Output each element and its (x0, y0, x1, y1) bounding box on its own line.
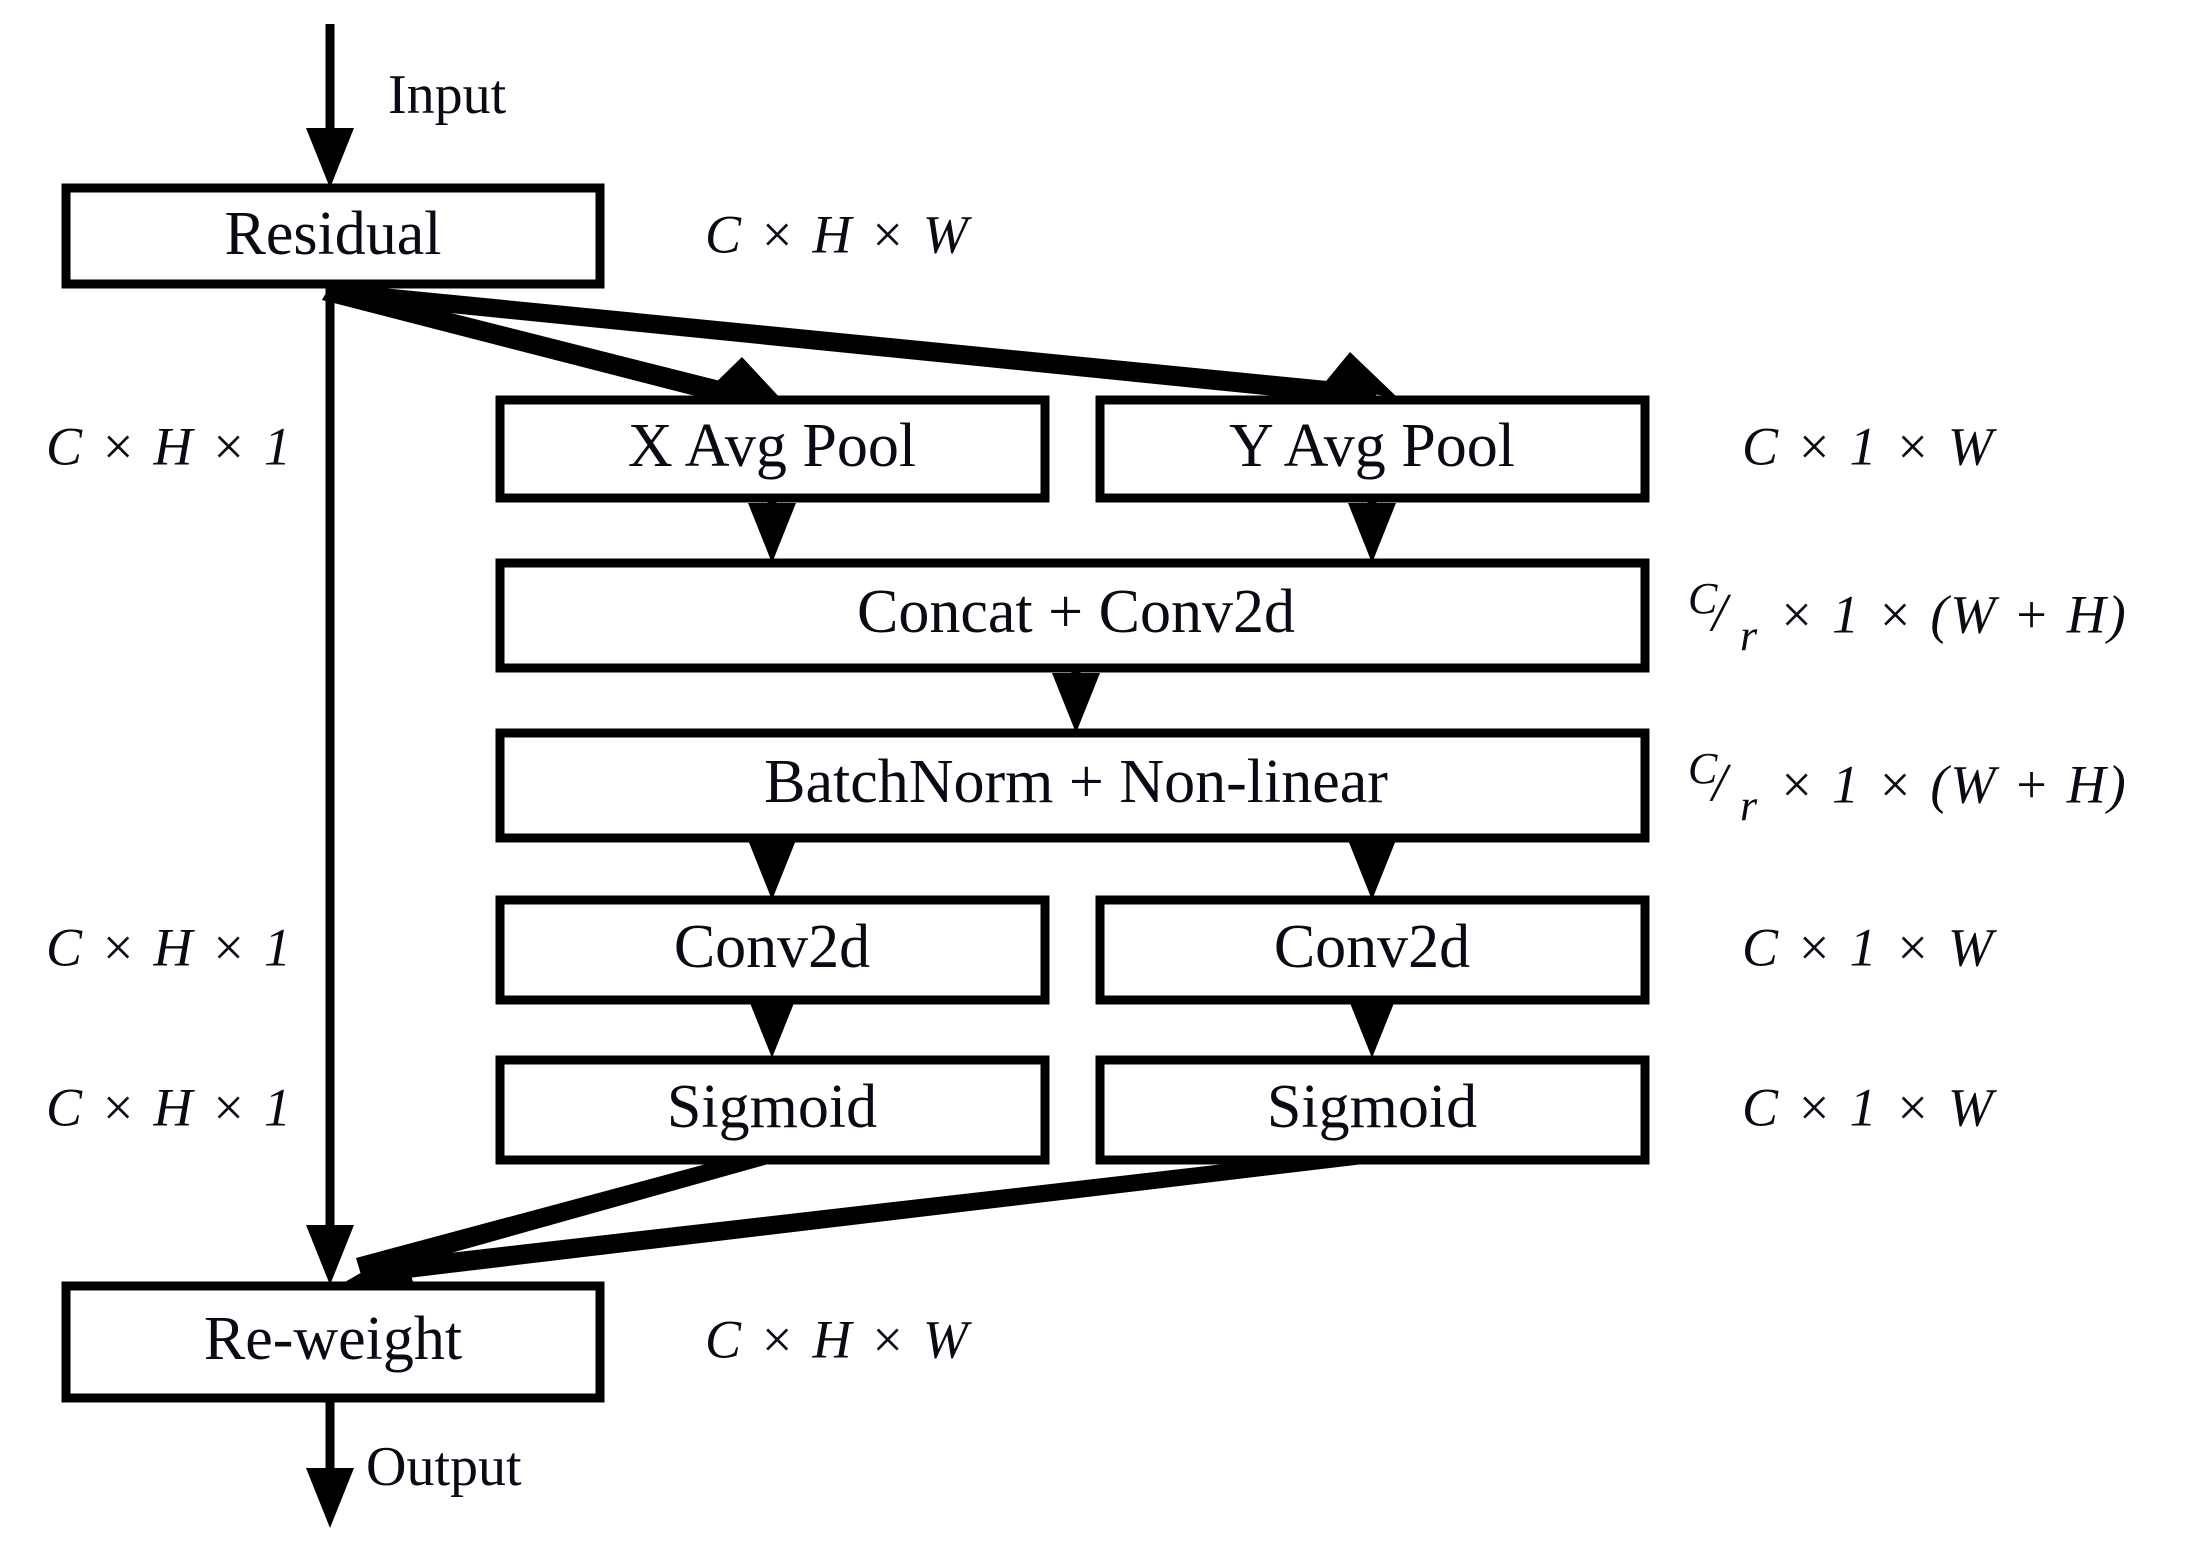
dim-label-concat-numerator: C (1688, 574, 1719, 623)
flow-label-output: Output (366, 1436, 522, 1498)
block-label-y-avg-pool: Y Avg Pool (1229, 412, 1515, 480)
flow-label-input: Input (388, 64, 507, 126)
block-reweight[interactable]: Re-weight (61, 1281, 605, 1403)
dim-label-reweight: C × H × W (705, 1309, 973, 1369)
edge-sigmoid-right-to-reweight (338, 1148, 1372, 1292)
dim-label-right-conv: C × 1 × W (1742, 917, 1998, 977)
edge-reweight-to-output (306, 1398, 354, 1528)
block-label-conv2d-right: Conv2d (1274, 913, 1470, 981)
dim-label-batchnorm: C / r × 1 × (W + H) (1688, 744, 2128, 830)
block-label-residual: Residual (225, 200, 442, 268)
edge-x-avg-pool-to-concat (748, 498, 796, 563)
dim-label-batchnorm-numerator: C (1688, 744, 1719, 793)
dim-label-concat-slash: / (1709, 582, 1732, 642)
dim-label-batchnorm-denominator: r (1740, 781, 1759, 830)
block-sigmoid-right[interactable]: Sigmoid (1095, 1055, 1650, 1165)
dim-label-right-sigmoid: C × 1 × W (1742, 1077, 1998, 1137)
block-label-x-avg-pool: X Avg Pool (628, 412, 916, 480)
block-sigmoid-left[interactable]: Sigmoid (495, 1055, 1050, 1165)
edge-y-avg-pool-to-concat (1348, 498, 1396, 563)
dim-label-concat-rest: × 1 × (W + H) (1778, 584, 2128, 644)
dim-label-left-pool: C × H × 1 (46, 416, 293, 476)
block-concat-conv2d[interactable]: Concat + Conv2d (495, 558, 1650, 673)
block-conv2d-right[interactable]: Conv2d (1095, 895, 1650, 1005)
dim-label-concat-denominator: r (1740, 611, 1759, 660)
dim-label-batchnorm-slash: / (1709, 752, 1732, 812)
dim-label-concat: C / r × 1 × (W + H) (1688, 574, 2128, 660)
edge-conv2d-right-to-sigmoid-right (1348, 998, 1396, 1058)
dim-label-left-conv: C × H × 1 (46, 917, 293, 977)
dim-label-left-sigmoid: C × H × 1 (46, 1077, 293, 1137)
dim-label-residual: C × H × W (705, 204, 973, 264)
block-residual[interactable]: Residual (61, 183, 605, 289)
block-label-sigmoid-left: Sigmoid (667, 1073, 877, 1141)
block-label-sigmoid-right: Sigmoid (1267, 1073, 1477, 1141)
dim-label-batchnorm-rest: × 1 × (W + H) (1778, 754, 2128, 814)
edge-batchnorm-to-conv2d-left (748, 840, 796, 900)
dim-label-right-pool: C × 1 × W (1742, 416, 1998, 476)
block-label-batchnorm-nonlinear: BatchNorm + Non-linear (764, 748, 1388, 816)
block-label-concat-conv2d: Concat + Conv2d (857, 578, 1295, 646)
edge-batchnorm-to-conv2d-right (1348, 840, 1396, 900)
edge-residual-to-y-avg-pool (322, 283, 1398, 406)
block-label-reweight: Re-weight (204, 1305, 462, 1373)
edge-residual-to-x-avg-pool (322, 283, 782, 408)
block-batchnorm-nonlinear[interactable]: BatchNorm + Non-linear (495, 728, 1650, 843)
block-label-conv2d-left: Conv2d (674, 913, 870, 981)
block-x-avg-pool[interactable]: X Avg Pool (495, 395, 1050, 503)
edge-residual-skip-to-reweight (306, 283, 354, 1285)
edge-conv2d-left-to-sigmoid-left (748, 998, 796, 1058)
block-y-avg-pool[interactable]: Y Avg Pool (1095, 395, 1650, 503)
edge-input-to-residual (306, 24, 354, 188)
edge-concat-to-batchnorm (1052, 672, 1100, 733)
block-conv2d-left[interactable]: Conv2d (495, 895, 1050, 1005)
